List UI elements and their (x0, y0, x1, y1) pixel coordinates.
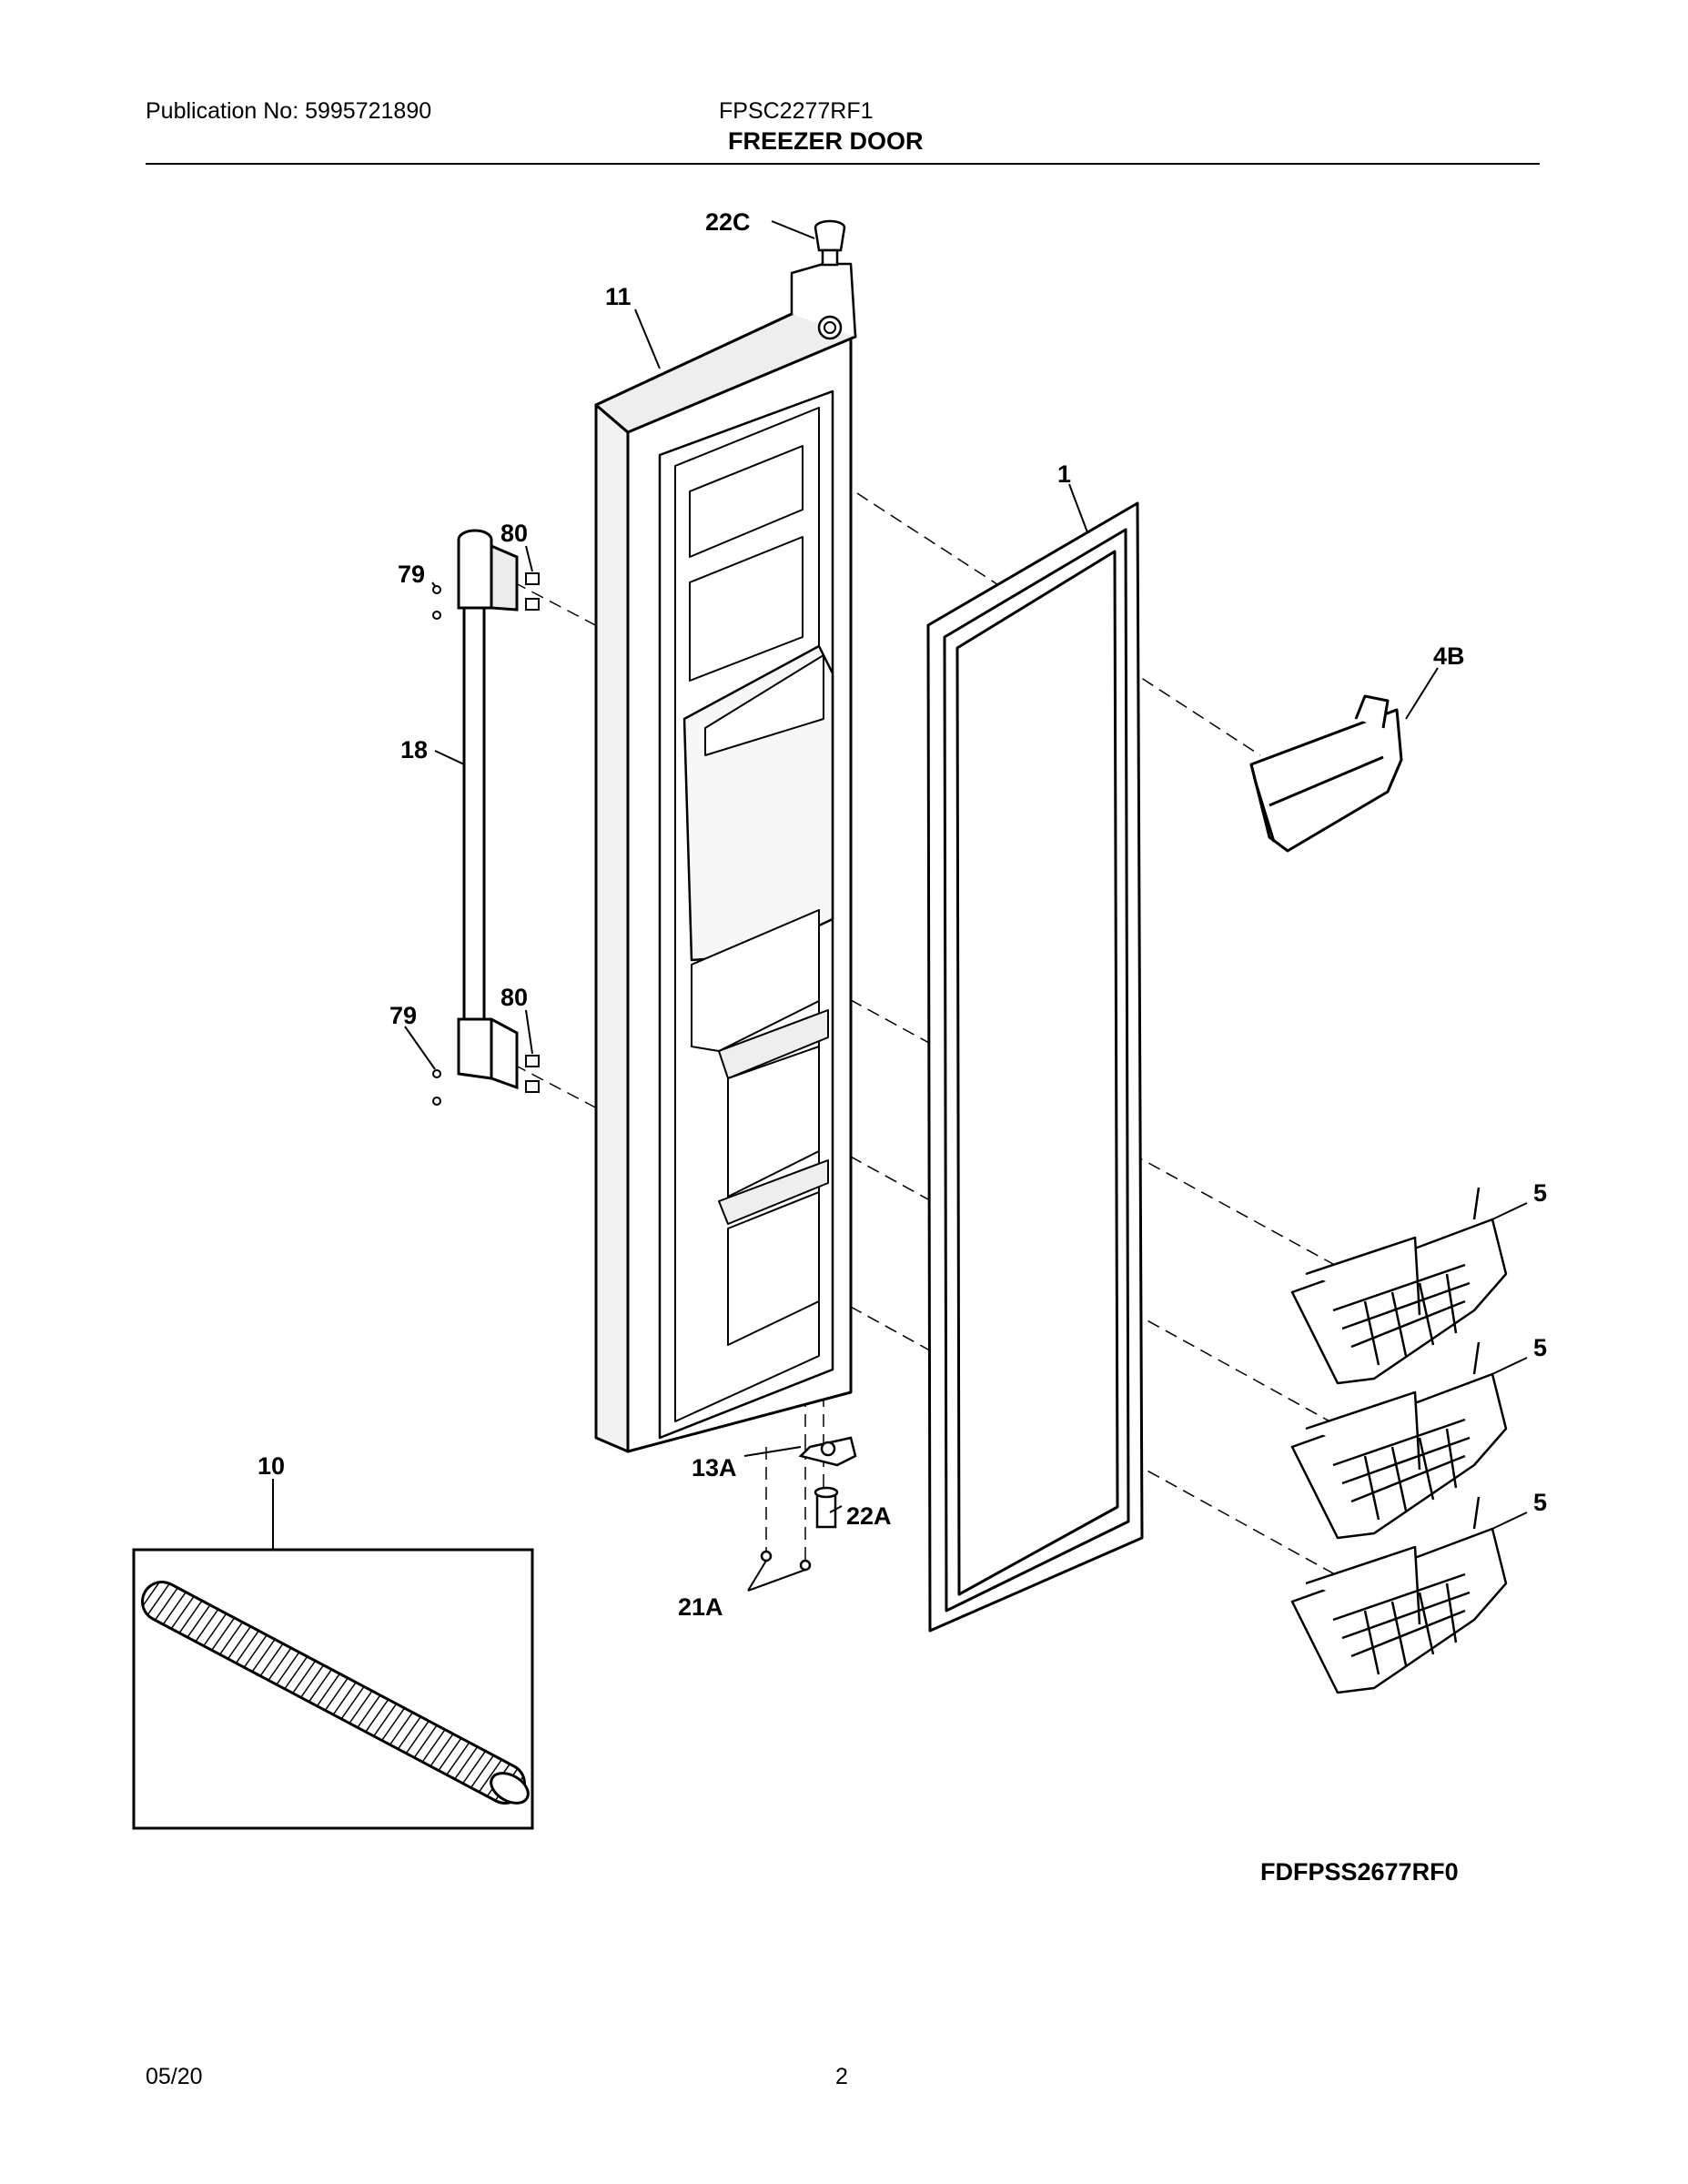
wire-baskets (1290, 1187, 1508, 1694)
publication-number: Publication No: 5995721890 (146, 98, 432, 124)
callout-11: 11 (605, 283, 632, 310)
callout-10: 10 (258, 1452, 285, 1480)
door-gasket (926, 501, 1144, 1633)
callout-4b: 4B (1433, 642, 1465, 670)
callout-18: 18 (400, 736, 428, 763)
freezer-door (594, 262, 857, 1453)
callout-79-bottom: 79 (389, 1002, 417, 1029)
callout-22a: 22A (846, 1502, 892, 1530)
handle-fasteners (432, 572, 540, 1106)
diagram-code: FDFPSS2677RF0 (1260, 1858, 1459, 1886)
callout-1: 1 (1057, 460, 1071, 488)
callout-13a: 13A (692, 1454, 737, 1481)
page-number: 2 (835, 2064, 848, 2089)
callout-22c: 22C (705, 208, 751, 236)
callout-79-top: 79 (398, 561, 425, 588)
top-hinge-pin (814, 219, 846, 267)
hose-inset (132, 1548, 534, 1830)
callout-5-top: 5 (1533, 1179, 1547, 1207)
callout-labels: 22C 11 1 80 79 4B 18 80 79 5 5 5 10 13A … (258, 208, 1547, 1621)
callout-leaders (272, 220, 1528, 1592)
callout-5-middle: 5 (1533, 1334, 1547, 1361)
callout-80-bottom: 80 (500, 984, 528, 1011)
callout-5-bottom: 5 (1533, 1489, 1547, 1516)
page-title: FREEZER DOOR (728, 127, 924, 155)
footer-date: 05/20 (146, 2064, 203, 2089)
callout-21a: 21A (678, 1593, 723, 1621)
bottom-hinge-parts (760, 1436, 857, 1572)
door-handle (457, 529, 519, 1090)
door-bin-4b (1249, 694, 1403, 853)
callout-80-top: 80 (500, 520, 528, 547)
header-rule (146, 163, 1540, 165)
model-number: FPSC2277RF1 (719, 98, 874, 124)
